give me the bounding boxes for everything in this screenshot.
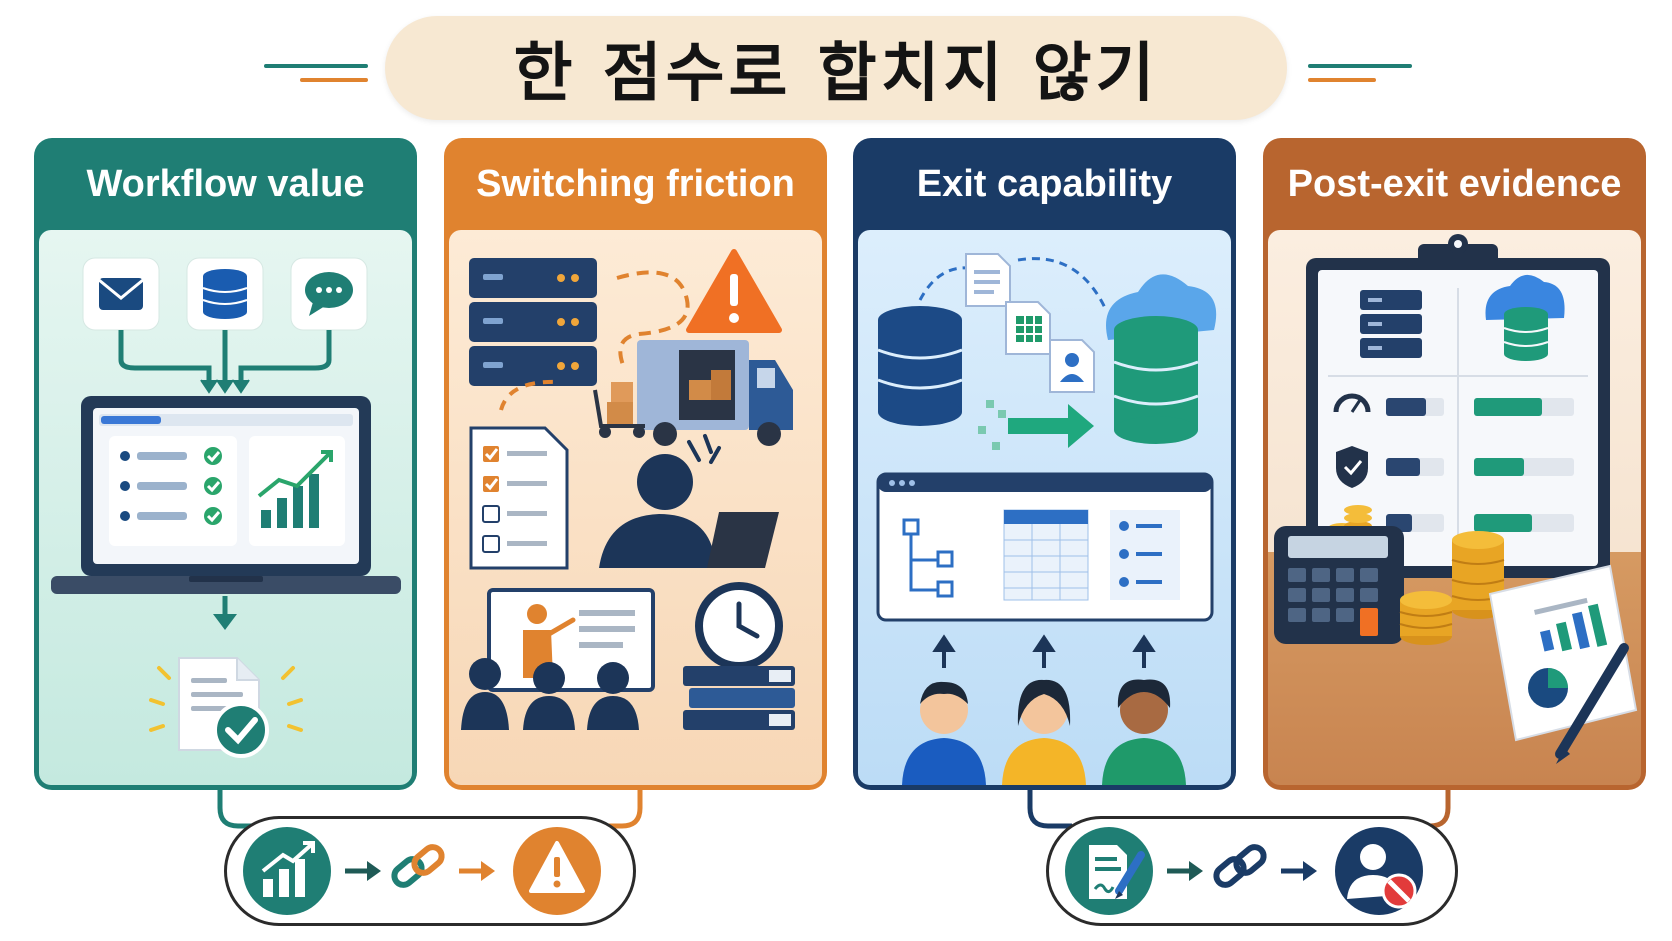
chain-link-icon [1213, 844, 1267, 888]
checklist-icon [120, 447, 222, 525]
page-title: 한 점수로 합치지 않기 [513, 37, 1159, 111]
panel-exit-capability: Exit capability [853, 138, 1236, 790]
books-icon [683, 666, 795, 730]
email-icon [82, 257, 160, 331]
chain-link-icon [391, 844, 445, 888]
pen-icon [1555, 643, 1629, 764]
panel-body [39, 230, 412, 785]
panel-switching-friction: Switching friction [444, 138, 827, 790]
panel-title: Exit capability [916, 162, 1173, 205]
arrow-right-icon [1167, 861, 1203, 881]
training-presentation-icon [461, 588, 655, 730]
contract-sign-icon [1065, 827, 1153, 915]
growth-chart-icon [249, 436, 345, 546]
panel-post-exit-evidence: Post-exit evidence [1263, 138, 1646, 790]
title-decoration-line [1308, 78, 1376, 82]
users-icon [902, 679, 1186, 785]
panel-body [1268, 230, 1641, 785]
user-blocked-icon [1335, 827, 1423, 915]
file-icons [965, 253, 1095, 393]
title-decoration-line [1308, 64, 1412, 68]
cloud-database-icon [1106, 274, 1217, 444]
flow-left [224, 816, 636, 926]
shield-icon [1336, 446, 1368, 488]
data-views-window-icon [876, 472, 1214, 622]
coins-icon [1399, 531, 1505, 645]
data-migration-arrow-icon [978, 400, 1094, 450]
panel-title: Workflow value [86, 162, 365, 205]
laptop-icon [51, 396, 401, 594]
title-decoration-line [264, 64, 368, 68]
cloud-database-icon [1485, 274, 1565, 361]
stressed-person-icon [599, 434, 779, 568]
approved-document-icon [149, 657, 303, 758]
server-stack-icon [469, 258, 597, 386]
panel-title: Switching friction [476, 162, 795, 205]
title-banner: 한 점수로 합치지 않기 [385, 16, 1287, 120]
title-decoration-line [300, 78, 368, 82]
gauge-icon [1333, 393, 1371, 413]
warning-icon [513, 827, 601, 915]
database-icon [186, 257, 264, 331]
calculator-icon [1274, 526, 1404, 644]
panel-workflow-value: Workflow value [34, 138, 417, 790]
checklist-icon [469, 426, 569, 570]
arrow-right-icon [459, 861, 495, 881]
panel-body [858, 230, 1231, 785]
arrow-right-icon [1281, 861, 1317, 881]
arrow-right-icon [345, 861, 381, 881]
chat-icon [290, 257, 368, 331]
panel-body [449, 230, 822, 785]
moving-truck-icon [593, 340, 793, 446]
growth-chart-icon [243, 827, 331, 915]
flow-right [1046, 816, 1458, 926]
server-icon [1360, 290, 1422, 358]
warning-icon [686, 249, 782, 333]
database-icon [877, 306, 963, 426]
panel-title: Post-exit evidence [1287, 162, 1622, 205]
